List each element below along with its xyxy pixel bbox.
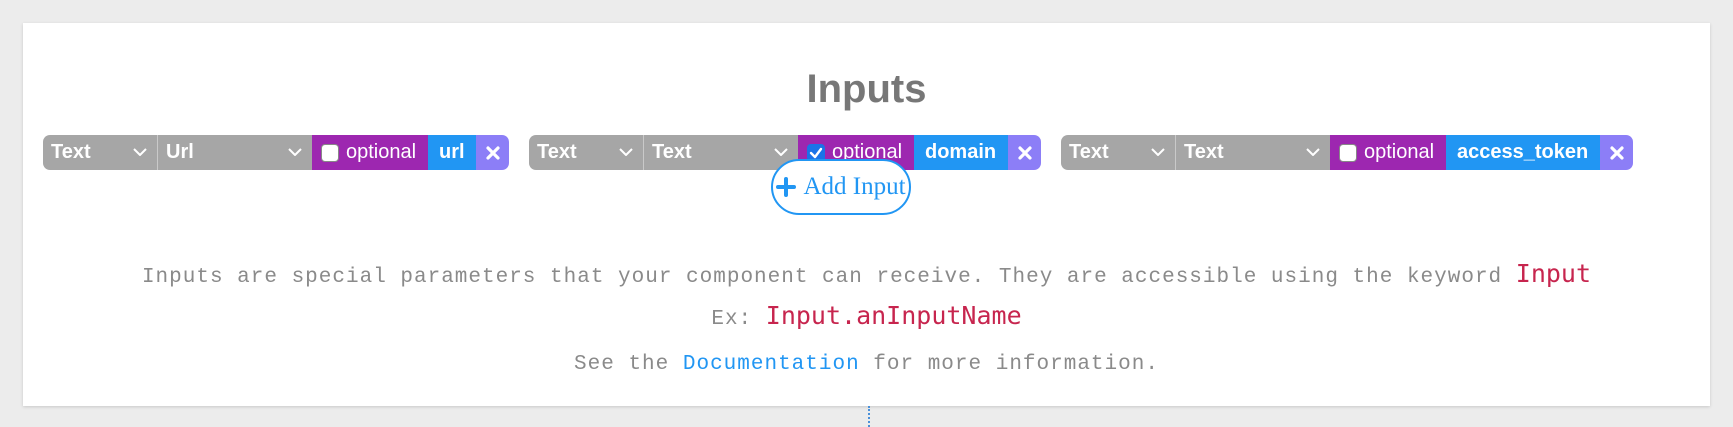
optional-toggle[interactable]: optional: [1330, 135, 1446, 170]
optional-label: optional: [346, 141, 417, 163]
input-name[interactable]: domain: [914, 135, 1008, 170]
optional-checkbox[interactable]: [1339, 143, 1357, 162]
chevron-down-icon: [133, 148, 147, 156]
optional-label: optional: [832, 141, 903, 163]
docs-prefix: See the: [574, 353, 670, 376]
help-example-line: Ex: Input.anInputName: [23, 301, 1710, 331]
input-row: Text Text optional domain: [529, 135, 1041, 170]
optional-checkbox[interactable]: [807, 143, 825, 162]
plus-icon: [776, 177, 797, 197]
input-name[interactable]: access_token: [1446, 135, 1600, 170]
connector-line: [868, 406, 870, 427]
subtype-select-value: Url: [166, 141, 194, 163]
type-select-value: Text: [537, 141, 577, 163]
inputs-panel: Inputs Text Url optional url Tex: [23, 23, 1710, 406]
input-name[interactable]: url: [428, 135, 476, 170]
optional-toggle[interactable]: optional: [312, 135, 428, 170]
delete-input-button[interactable]: [476, 135, 509, 170]
subtype-select[interactable]: Url: [157, 135, 312, 170]
type-select[interactable]: Text: [529, 135, 643, 170]
page-title: Inputs: [806, 67, 927, 111]
inputs-list: Text Url optional url Text Text: [23, 135, 1710, 170]
subtype-select[interactable]: Text: [1175, 135, 1330, 170]
chevron-down-icon: [1306, 148, 1320, 156]
chevron-down-icon: [288, 148, 302, 156]
close-icon: [485, 145, 500, 160]
keyword-code: Input: [1515, 259, 1592, 288]
close-icon: [1609, 145, 1624, 160]
help-docs-line: See the Documentation for more informati…: [23, 353, 1710, 376]
documentation-link[interactable]: Documentation: [682, 353, 860, 376]
type-select-value: Text: [51, 141, 91, 163]
chevron-down-icon: [774, 148, 788, 156]
delete-input-button[interactable]: [1008, 135, 1041, 170]
add-input-label: Add Input: [803, 173, 906, 200]
type-select[interactable]: Text: [1061, 135, 1175, 170]
type-select[interactable]: Text: [43, 135, 157, 170]
chevron-down-icon: [619, 148, 633, 156]
docs-suffix: for more information.: [873, 353, 1159, 376]
help-description: Inputs are special parameters that your …: [141, 266, 1503, 289]
optional-checkbox[interactable]: [321, 143, 339, 162]
delete-input-button[interactable]: [1600, 135, 1633, 170]
subtype-select[interactable]: Text: [643, 135, 798, 170]
chevron-down-icon: [1151, 148, 1165, 156]
check-icon: [809, 147, 823, 158]
input-row: Text Url optional url: [43, 135, 509, 170]
example-code: Input.anInputName: [765, 301, 1022, 330]
subtype-select-value: Text: [652, 141, 692, 163]
type-select-value: Text: [1069, 141, 1109, 163]
help-text-line: Inputs are special parameters that your …: [23, 259, 1710, 289]
optional-label: optional: [1364, 141, 1435, 163]
add-input-button[interactable]: Add Input: [771, 159, 911, 215]
input-row: Text Text optional access_token: [1061, 135, 1633, 170]
close-icon: [1017, 145, 1032, 160]
subtype-select-value: Text: [1184, 141, 1224, 163]
example-prefix: Ex:: [711, 308, 753, 331]
